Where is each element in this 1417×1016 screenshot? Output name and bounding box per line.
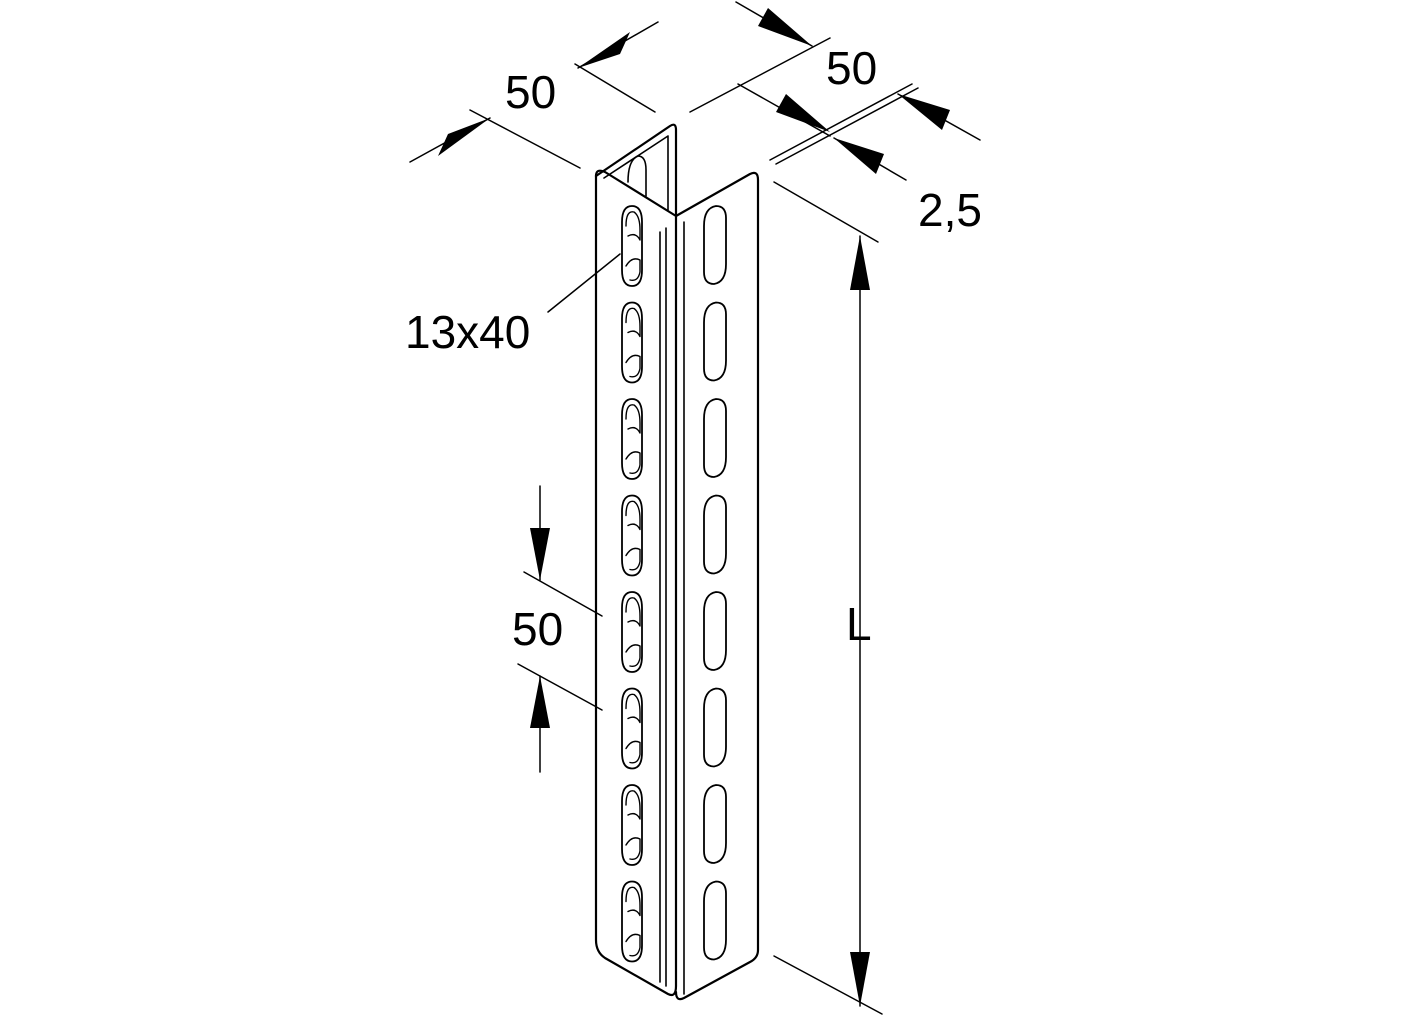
slot bbox=[703, 591, 727, 671]
slot-outline bbox=[621, 494, 643, 577]
slot-inner-curve bbox=[625, 547, 641, 571]
slot-inner-curve bbox=[625, 644, 641, 668]
slot bbox=[621, 398, 643, 480]
extension-line bbox=[574, 63, 656, 113]
slot-outline bbox=[621, 301, 643, 384]
slot bbox=[621, 205, 643, 287]
left-face-slots bbox=[621, 205, 643, 963]
flange-width-label: 50 bbox=[505, 66, 556, 118]
arrow-icon bbox=[850, 952, 870, 1006]
extension-line bbox=[523, 571, 603, 617]
arrow-icon bbox=[834, 138, 884, 174]
extension-line bbox=[517, 663, 603, 711]
back-flange-inner bbox=[603, 135, 669, 211]
slot bbox=[703, 301, 727, 382]
slot-inner-curve bbox=[625, 211, 641, 241]
arrow-icon bbox=[898, 94, 950, 130]
extension-line bbox=[469, 109, 581, 169]
extension-line bbox=[773, 955, 883, 1015]
slot-inner-curve bbox=[625, 740, 641, 764]
arrow-icon bbox=[530, 528, 550, 580]
right-face-slots bbox=[703, 205, 727, 961]
dim-thickness: 2,5 bbox=[775, 87, 982, 236]
depth-label: 50 bbox=[826, 42, 877, 94]
slot-outline bbox=[621, 784, 643, 866]
length-label: L bbox=[846, 598, 872, 650]
slot bbox=[703, 205, 727, 285]
slot-outline bbox=[621, 880, 643, 963]
slot bbox=[621, 301, 643, 384]
slot-outline bbox=[621, 205, 643, 287]
slot-inner-curve bbox=[625, 837, 641, 861]
slot bbox=[621, 494, 643, 577]
dim-length: L bbox=[773, 181, 883, 1015]
slot-inner-curve bbox=[625, 597, 641, 627]
slot-inner-curve bbox=[625, 933, 641, 957]
arrow-icon bbox=[776, 94, 830, 132]
arrow-icon bbox=[758, 8, 812, 46]
back-flange bbox=[594, 123, 678, 218]
rear-slot bbox=[627, 155, 647, 197]
slot-inner-curve bbox=[625, 258, 641, 282]
left-face-outline bbox=[594, 169, 678, 997]
slot-outline bbox=[621, 687, 643, 770]
profile-body bbox=[594, 123, 760, 1001]
slot-size-label: 13x40 bbox=[405, 306, 530, 358]
slot bbox=[621, 591, 643, 673]
extension-line bbox=[689, 37, 831, 113]
slot bbox=[621, 880, 643, 963]
slot-inner-curve bbox=[625, 451, 641, 475]
slot-outline bbox=[621, 398, 643, 480]
slot bbox=[703, 784, 727, 864]
slot-inner-curve bbox=[625, 886, 641, 917]
slot bbox=[621, 784, 643, 866]
dim-slot-size: 13x40 bbox=[405, 253, 621, 358]
dim-flange-width: 50 bbox=[409, 21, 659, 169]
dim-depth: 50 bbox=[689, 1, 913, 161]
leader-line bbox=[547, 253, 621, 313]
slot bbox=[703, 880, 727, 961]
slot-inner-curve bbox=[625, 354, 641, 378]
arrow-icon bbox=[578, 32, 630, 68]
slot-inner-curve bbox=[625, 307, 641, 338]
slot bbox=[621, 687, 643, 770]
slot-pitch-label: 50 bbox=[512, 603, 563, 655]
slot-inner-curve bbox=[625, 404, 641, 434]
slot-inner-curve bbox=[625, 500, 641, 531]
thickness-label: 2,5 bbox=[918, 184, 982, 236]
slot bbox=[703, 687, 727, 768]
arrow-icon bbox=[530, 676, 550, 728]
slot bbox=[703, 398, 727, 478]
extension-line bbox=[769, 83, 913, 161]
slot-inner-curve bbox=[625, 790, 641, 820]
slot-outline bbox=[621, 591, 643, 673]
dim-slot-pitch: 50 bbox=[512, 485, 603, 773]
arrow-icon bbox=[850, 236, 870, 290]
arrow-icon bbox=[438, 118, 490, 156]
right-face-outline bbox=[674, 171, 760, 1001]
slot bbox=[703, 494, 727, 575]
extension-line bbox=[775, 87, 919, 165]
slot-inner-curve bbox=[625, 693, 641, 724]
extension-line bbox=[773, 181, 879, 243]
